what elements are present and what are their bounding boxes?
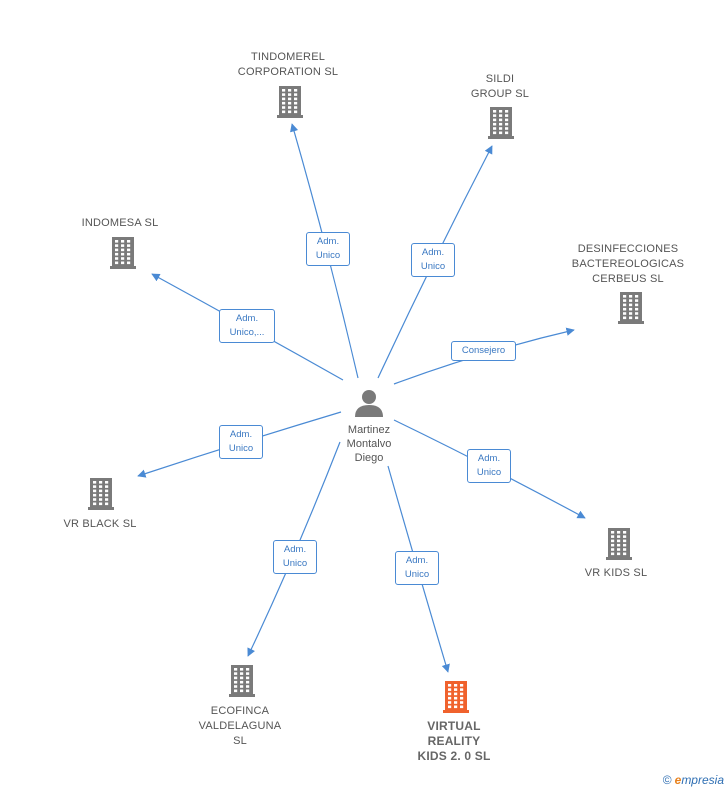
company-label-virtualreality[interactable]: VIRTUAL REALITY KIDS 2. 0 SL bbox=[417, 719, 491, 763]
edge-role-badge[interactable]: Adm. Unico bbox=[395, 551, 439, 585]
building-icon[interactable] bbox=[606, 528, 632, 560]
edges-layer bbox=[137, 123, 586, 673]
company-label-vrblack[interactable]: VR BLACK SL bbox=[63, 518, 137, 530]
building-icon[interactable] bbox=[277, 86, 303, 118]
brand-name: mpresia bbox=[681, 773, 724, 787]
company-label-sildi[interactable]: SILDI GROUP SL bbox=[470, 73, 530, 100]
icons-layer bbox=[88, 86, 644, 713]
building-icon[interactable] bbox=[443, 681, 469, 713]
brand-initial: e bbox=[674, 773, 682, 787]
edge-role-badge[interactable]: Adm. Unico bbox=[219, 425, 263, 459]
building-icon[interactable] bbox=[110, 237, 136, 269]
edge-role-badge[interactable]: Adm. Unico bbox=[467, 449, 511, 483]
copyright-symbol: © bbox=[662, 773, 672, 787]
building-icon[interactable] bbox=[488, 107, 514, 139]
edge-role-badge[interactable]: Adm. Unico bbox=[273, 540, 317, 574]
building-icon[interactable] bbox=[88, 478, 114, 510]
person-icon[interactable] bbox=[355, 390, 383, 417]
edge-role-badge[interactable]: Adm. Unico bbox=[411, 243, 455, 277]
edge-role-badge[interactable]: Consejero bbox=[451, 341, 516, 361]
edge-role-badge[interactable]: Adm. Unico,... bbox=[219, 309, 275, 343]
edge-role-badge[interactable]: Adm. Unico bbox=[306, 232, 350, 266]
building-icon[interactable] bbox=[229, 665, 255, 697]
center-person-label[interactable]: Martinez Montalvo Diego bbox=[346, 424, 392, 464]
footer-brand: ©empresia bbox=[663, 773, 724, 787]
company-label-tindomerel[interactable]: TINDOMEREL CORPORATION SL bbox=[237, 51, 339, 78]
company-label-indomesa[interactable]: INDOMESA SL bbox=[81, 217, 159, 229]
building-icon[interactable] bbox=[618, 292, 644, 324]
company-label-vrkids[interactable]: VR KIDS SL bbox=[584, 567, 648, 579]
company-label-ecofinca[interactable]: ECOFINCA VALDELAGUNA SL bbox=[198, 705, 282, 747]
company-label-desinfecciones[interactable]: DESINFECCIONES BACTEREOLOGICAS CERBEUS S… bbox=[571, 243, 685, 285]
